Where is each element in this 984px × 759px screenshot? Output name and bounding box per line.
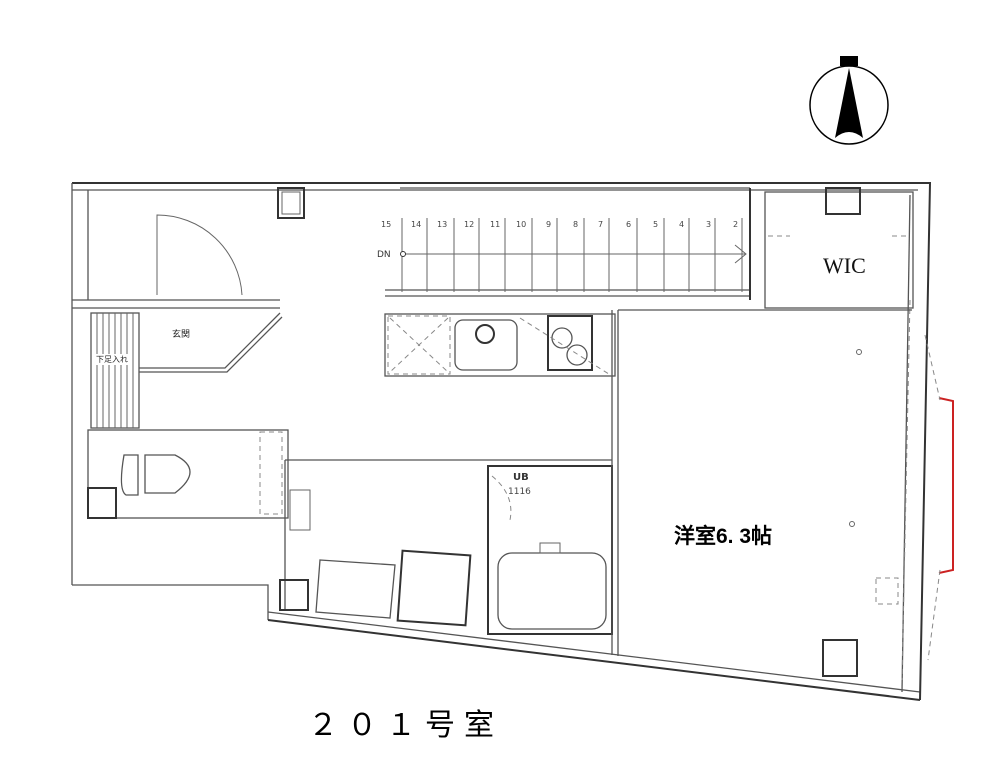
exterior-walls	[71, 182, 932, 701]
step-number: 15	[381, 220, 392, 229]
wic-room	[764, 187, 914, 309]
unit-bath-label: UB	[513, 472, 529, 483]
step-number: 9	[546, 220, 552, 229]
step-number: 10	[516, 220, 527, 229]
step-number: 5	[653, 220, 659, 229]
step-number: 6	[626, 220, 632, 229]
kitchen-counter	[384, 313, 616, 377]
unit-name-label: ２０１号室	[308, 709, 503, 742]
step-number: 4	[679, 220, 685, 229]
step-number: 11	[490, 220, 501, 229]
step-number: 14	[411, 220, 422, 229]
unit-bath-size-label: 1116	[508, 487, 531, 497]
entry-door	[156, 187, 305, 296]
step-number: 3	[706, 220, 712, 229]
entrance-area	[90, 312, 283, 429]
washroom	[279, 459, 612, 627]
wic-label: WIC	[817, 253, 872, 279]
step-number: 7	[598, 220, 604, 229]
western-room	[611, 309, 912, 677]
staircase	[385, 187, 751, 300]
north-arrow-icon	[809, 56, 889, 145]
step-number: 8	[573, 220, 579, 229]
entrance-label: 玄関	[172, 330, 191, 340]
stairs-down-label: DN	[377, 250, 391, 260]
step-number: 12	[464, 220, 475, 229]
western-room-label: 洋室6. 3帖	[666, 514, 781, 556]
balcony-marker	[938, 397, 954, 574]
toilet-room	[87, 429, 289, 519]
shoe-storage-label: 下足入れ	[96, 354, 128, 365]
unit-bath	[487, 465, 613, 635]
step-number: 2	[733, 220, 739, 229]
step-number: 13	[437, 220, 448, 229]
